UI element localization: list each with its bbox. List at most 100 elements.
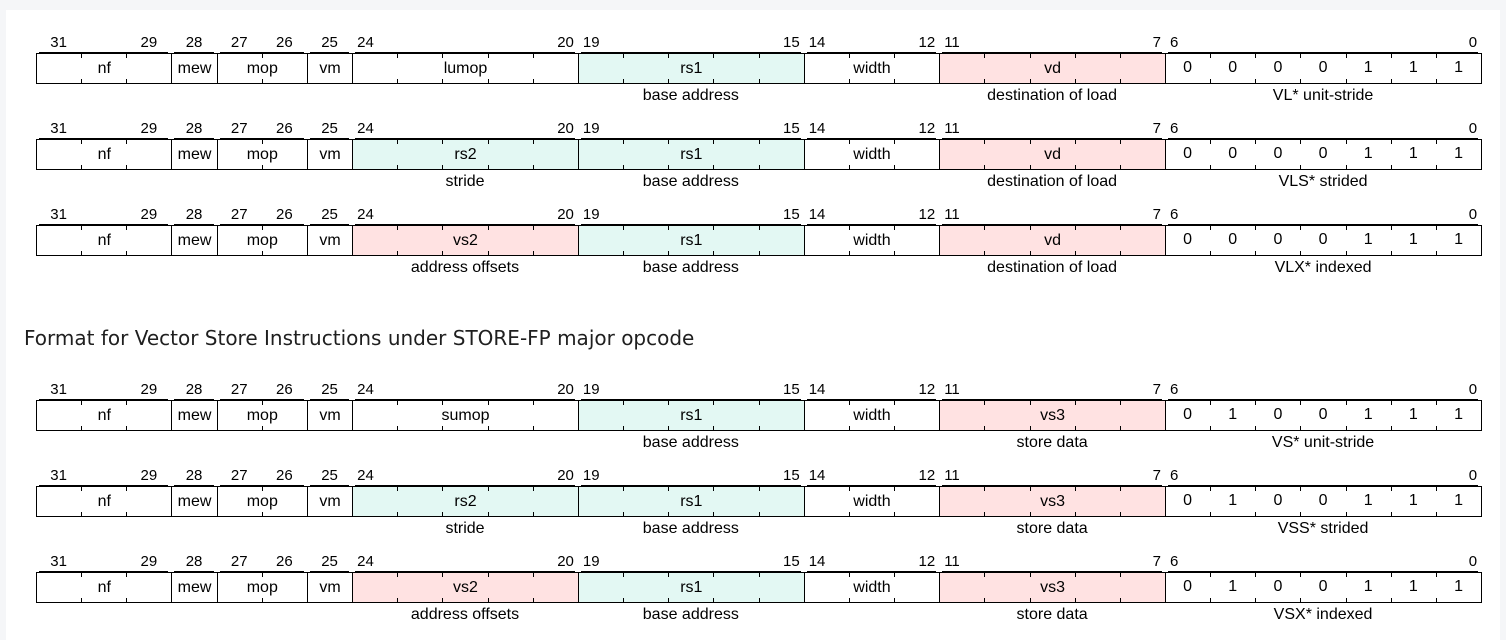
- caption-f19-15: base address: [642, 434, 739, 451]
- bit-number-24: 24: [357, 34, 374, 51]
- opcode-bit-4: 0: [1273, 231, 1283, 248]
- bit-tick: [1435, 251, 1437, 256]
- field-label: vm: [319, 145, 341, 163]
- bit-tick: [261, 486, 263, 491]
- bit-tick: [758, 53, 760, 58]
- bit-tick: [1074, 572, 1076, 577]
- field-vm: vm: [306, 572, 354, 603]
- bit-tick: [397, 251, 399, 256]
- bit-range-line: [355, 138, 575, 139]
- bit-tick: [1390, 400, 1392, 405]
- bit-number-29: 29: [140, 206, 158, 223]
- bit-tick: [713, 512, 715, 517]
- field-mew: mew: [171, 486, 218, 517]
- field-vm: vm: [306, 53, 354, 84]
- bit-tick: [668, 53, 670, 58]
- bit-range-line: [219, 399, 304, 400]
- field-label: nf: [97, 145, 111, 163]
- bit-tick: [126, 251, 128, 256]
- field-f11-7: vd: [939, 225, 1166, 256]
- caption-opcode: VSS* strided: [1277, 520, 1369, 537]
- bit-tick: [848, 53, 850, 58]
- bit-number-11: 11: [944, 206, 960, 223]
- bit-tick: [668, 165, 670, 170]
- bit-number-27: 27: [230, 206, 248, 223]
- bit-tick: [261, 400, 263, 405]
- bit-tick: [1210, 139, 1212, 144]
- bit-number-20: 20: [557, 120, 574, 137]
- field-label: vm: [319, 231, 341, 249]
- caption-f24-20: stride: [445, 173, 485, 190]
- bit-tick: [1029, 572, 1031, 577]
- bit-range-line: [39, 138, 169, 139]
- bit-number-25: 25: [321, 120, 338, 137]
- bit-tick: [487, 251, 489, 256]
- bit-tick: [81, 139, 83, 144]
- field-vm: vm: [306, 400, 354, 431]
- field-mew: mew: [171, 572, 218, 603]
- bit-tick: [1210, 572, 1212, 577]
- bit-tick: [81, 486, 83, 491]
- field-f19-15: rs1: [577, 225, 805, 256]
- caption-f11-7: destination of load: [987, 173, 1118, 190]
- bit-number-29: 29: [140, 467, 158, 484]
- bit-tick: [1255, 572, 1257, 577]
- bit-range-line: [219, 485, 304, 486]
- bit-number-15: 15: [783, 120, 800, 137]
- bit-tick: [1300, 512, 1302, 517]
- bit-range-line: [39, 571, 169, 572]
- bit-tick: [1119, 426, 1121, 431]
- bit-tick: [623, 251, 625, 256]
- field-label: rs1: [680, 59, 703, 77]
- bit-number-29: 29: [140, 120, 158, 137]
- bit-tick: [1029, 486, 1031, 491]
- bit-tick: [1255, 79, 1257, 84]
- bit-tick: [1029, 139, 1031, 144]
- bit-tick: [1255, 400, 1257, 405]
- bit-tick: [1074, 598, 1076, 603]
- bit-number-6: 6: [1170, 467, 1179, 484]
- opcode-bit-4: 0: [1273, 59, 1283, 76]
- bit-tick: [81, 572, 83, 577]
- bit-tick: [1255, 486, 1257, 491]
- bit-number-31: 31: [50, 206, 67, 223]
- field-f24-20: vs2: [352, 572, 579, 603]
- bit-range-line: [580, 224, 801, 225]
- bit-tick: [1255, 165, 1257, 170]
- bit-tick: [532, 139, 534, 144]
- bit-tick: [1390, 139, 1392, 144]
- bit-tick: [81, 79, 83, 84]
- bit-number-0: 0: [1468, 34, 1478, 51]
- field-label: width: [853, 145, 891, 163]
- bit-number-26: 26: [276, 34, 293, 51]
- bit-range-line: [806, 138, 937, 139]
- bit-tick: [668, 79, 670, 84]
- bit-tick: [758, 165, 760, 170]
- bit-number-12: 12: [918, 553, 936, 570]
- bit-tick: [126, 79, 128, 84]
- opcode-bit-4: 0: [1273, 578, 1283, 595]
- bit-range-line: [806, 52, 937, 53]
- bit-number-25: 25: [321, 553, 338, 570]
- bit-range-line: [309, 52, 350, 53]
- caption-f11-7: destination of load: [987, 87, 1118, 104]
- bit-tick: [758, 426, 760, 431]
- bit-tick: [668, 486, 670, 491]
- bit-number-24: 24: [357, 120, 374, 137]
- bit-range-line: [942, 571, 1162, 572]
- opcode-bit-5: 0: [1228, 59, 1238, 76]
- bit-number-26: 26: [276, 120, 293, 137]
- opcode-bit-6: 0: [1183, 492, 1193, 509]
- bit-tick: [442, 139, 444, 144]
- opcode-bit-2: 1: [1363, 145, 1373, 162]
- bit-range-line: [580, 485, 801, 486]
- bit-tick: [1210, 400, 1212, 405]
- bit-tick: [397, 53, 399, 58]
- bit-number-28: 28: [185, 120, 203, 137]
- bit-tick: [1210, 225, 1212, 230]
- bit-number-6: 6: [1170, 34, 1179, 51]
- caption-f19-15: base address: [642, 606, 739, 623]
- bit-tick: [487, 400, 489, 405]
- bit-range-line: [174, 485, 214, 486]
